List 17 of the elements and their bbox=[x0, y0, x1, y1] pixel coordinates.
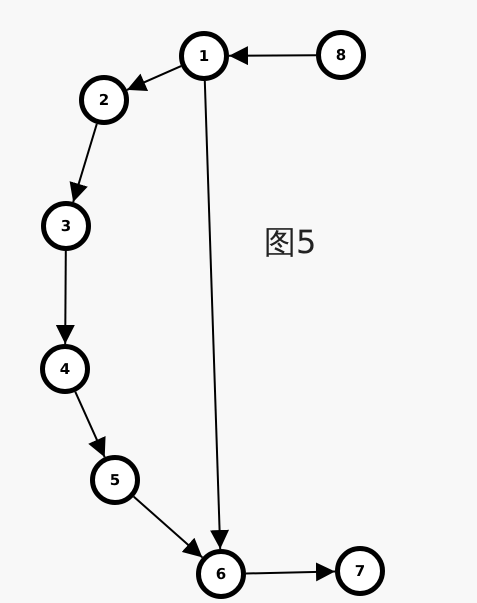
arrow bbox=[126, 65, 182, 91]
node-circle: 6 bbox=[196, 549, 246, 599]
node-circle: 2 bbox=[79, 75, 129, 125]
node-circle: 8 bbox=[316, 30, 366, 80]
node-circle: 7 bbox=[335, 546, 385, 596]
node-circle: 3 bbox=[41, 201, 91, 251]
node-circle: 5 bbox=[90, 455, 140, 505]
arrow bbox=[246, 562, 336, 582]
arrow bbox=[56, 251, 75, 344]
node-circle: 4 bbox=[40, 344, 90, 394]
arrow bbox=[74, 391, 106, 458]
arrow bbox=[229, 46, 316, 66]
arrow bbox=[70, 124, 98, 202]
arrow bbox=[204, 80, 230, 550]
arrow bbox=[133, 496, 203, 558]
node-circle: 1 bbox=[179, 31, 229, 81]
figure-label: 图5 bbox=[264, 222, 316, 263]
